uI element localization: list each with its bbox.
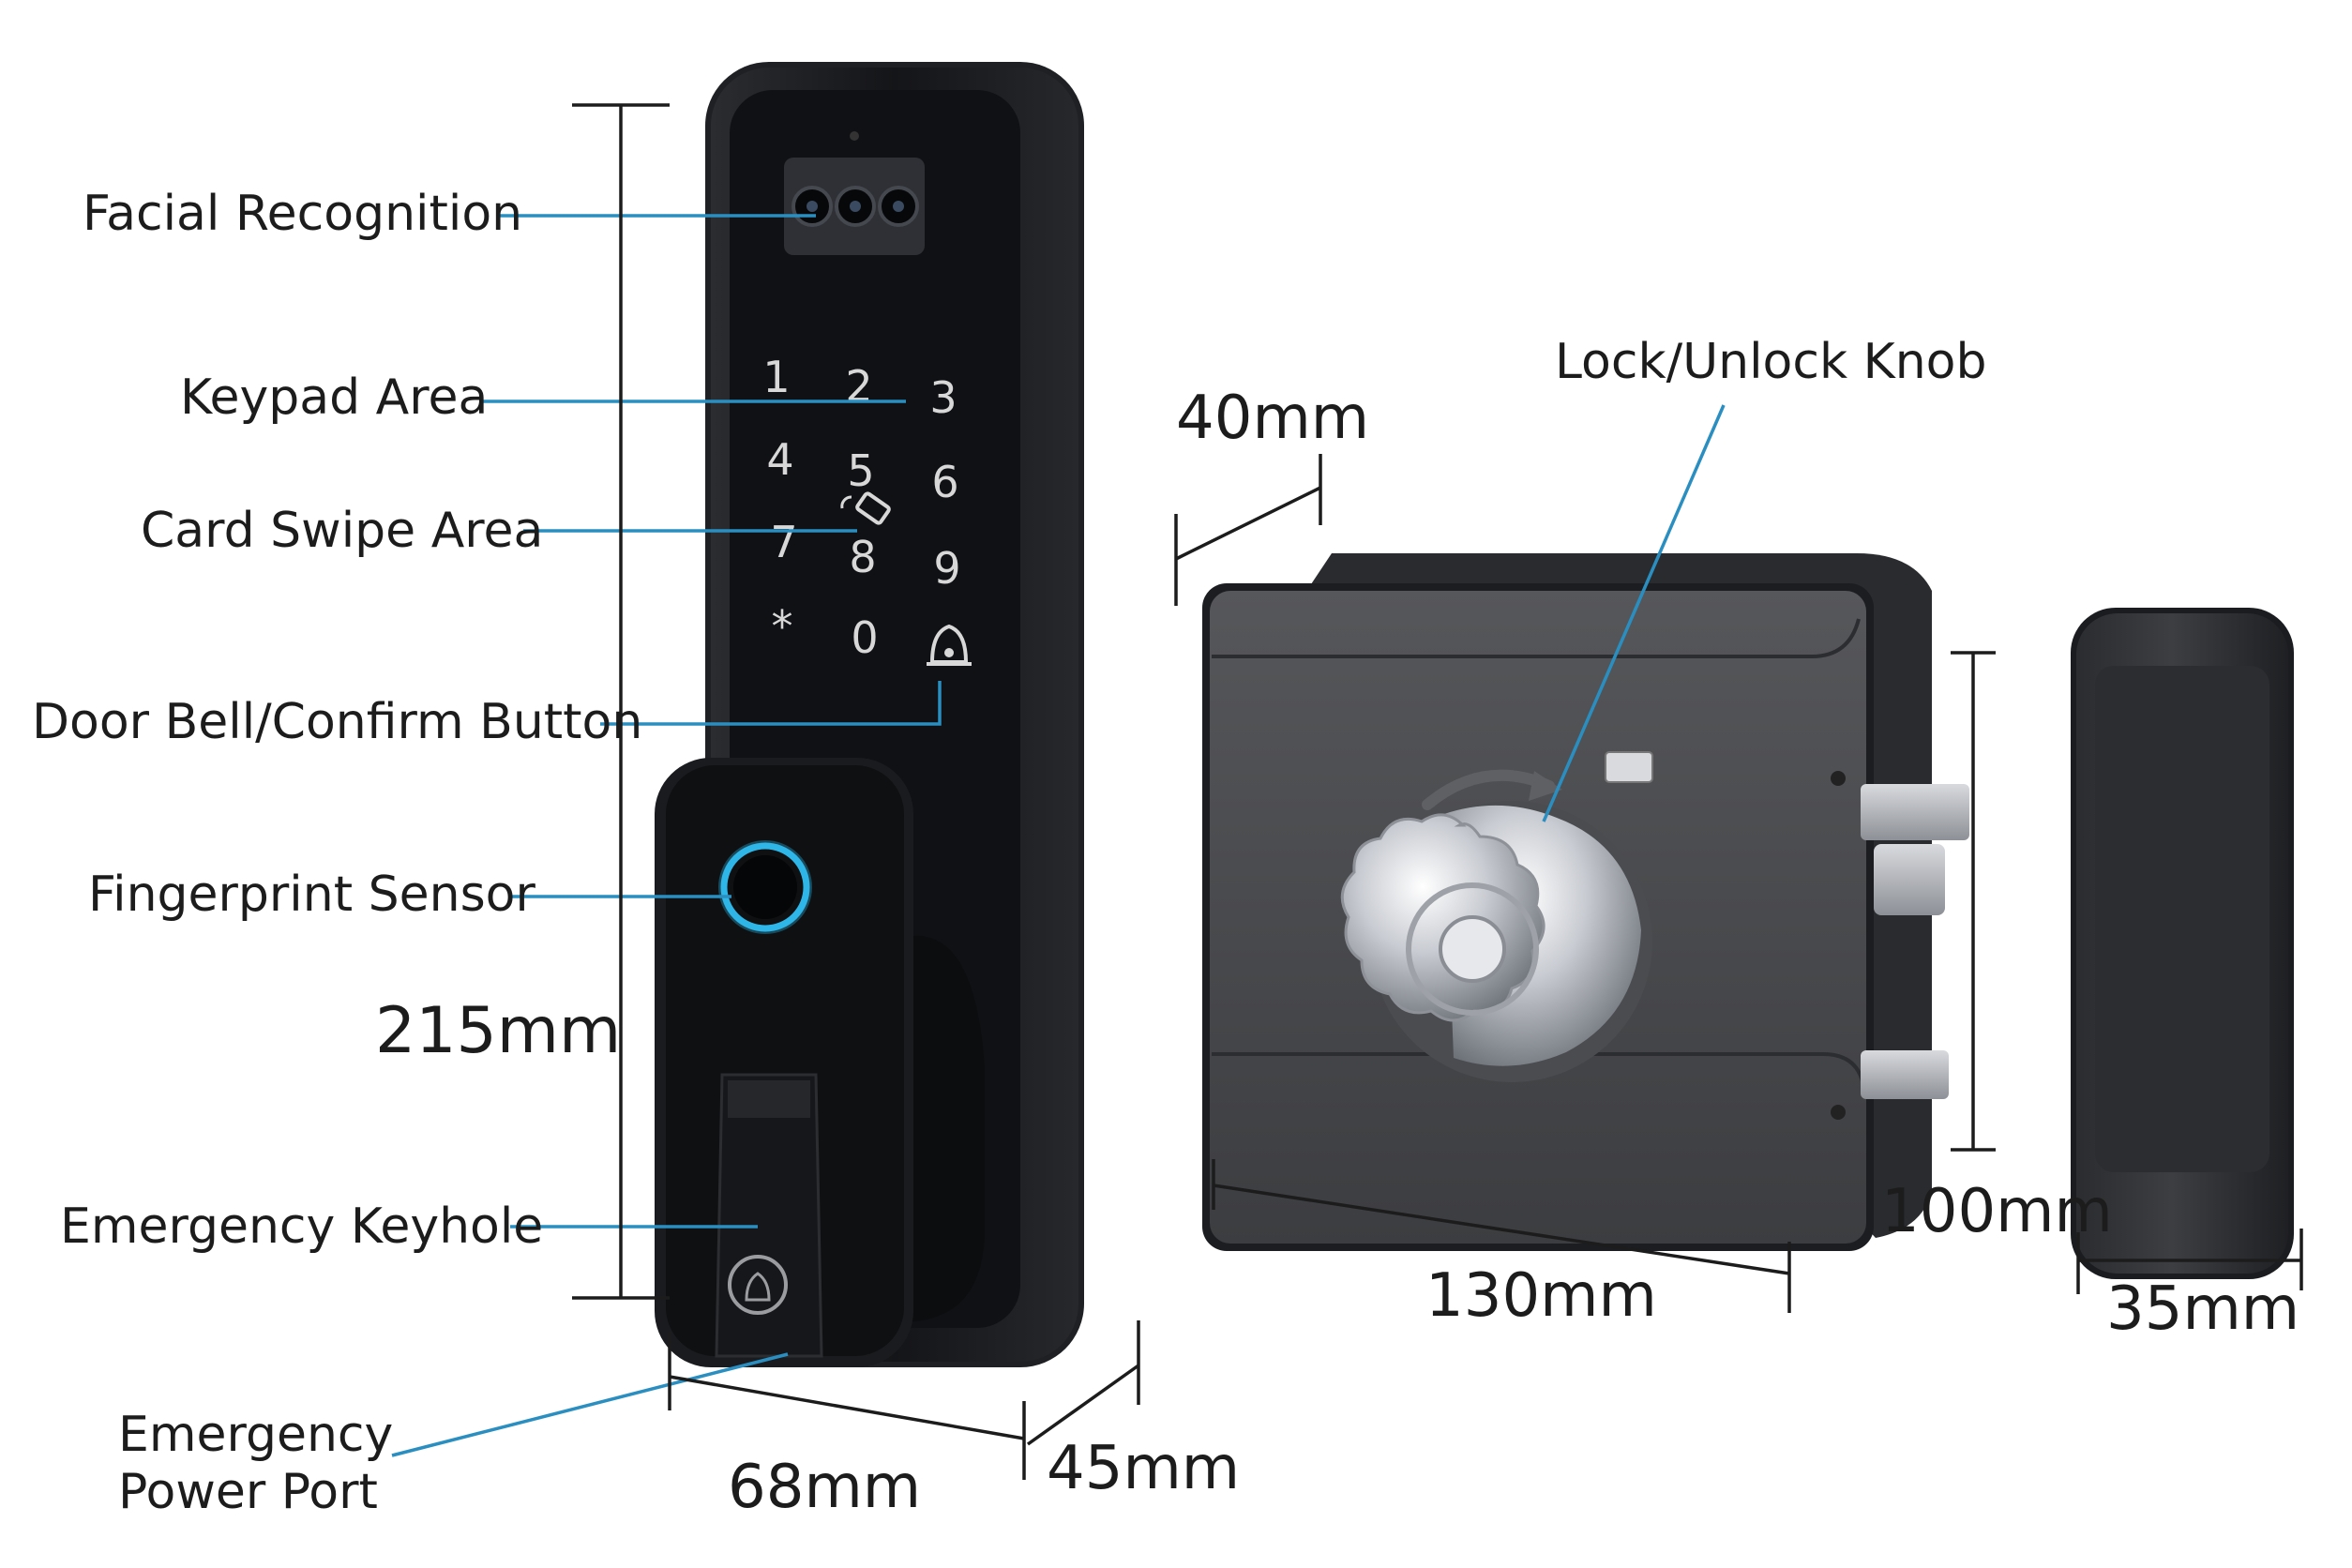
callout-lines	[391, 214, 1726, 1457]
key-2[interactable]: 2	[845, 361, 872, 412]
label-card-swipe-area: Card Swipe Area	[141, 503, 544, 559]
label-fingerprint-sensor: Fingerprint Sensor	[88, 867, 535, 923]
label-emergency-power-port: Emergency Power Port	[118, 1407, 394, 1521]
key-0[interactable]: 0	[851, 612, 878, 663]
bell-icon[interactable]	[927, 624, 972, 666]
dim-front-height: 215mm	[375, 994, 622, 1068]
dim-box-height: 100mm	[1881, 1177, 2113, 1246]
key-9[interactable]: 9	[933, 543, 960, 594]
key-5[interactable]: 5	[847, 445, 874, 496]
key-1[interactable]: 1	[762, 352, 790, 402]
key-3[interactable]: 3	[929, 372, 957, 423]
keyhole-icon[interactable]	[728, 1255, 788, 1315]
key-7[interactable]: 7	[770, 517, 797, 567]
dimension-lines	[572, 103, 2303, 1480]
label-lock-unlock-knob: Lock/Unlock Knob	[1555, 334, 1987, 390]
key-4[interactable]: 4	[766, 434, 793, 485]
label-emergency-keyhole: Emergency Keyhole	[60, 1199, 544, 1255]
strike-plate	[2071, 608, 2294, 1279]
fingerprint-icon[interactable]	[718, 840, 812, 934]
dim-box-depth: 40mm	[1176, 384, 1370, 453]
rotate-arrow-icon	[1422, 769, 1562, 810]
dim-strike-width: 35mm	[2106, 1274, 2300, 1344]
dim-box-width: 130mm	[1425, 1261, 1657, 1331]
key-8[interactable]: 8	[849, 532, 876, 582]
camera-icon	[792, 186, 919, 227]
label-keypad-area: Keypad Area	[180, 369, 489, 426]
lock-unlock-knob[interactable]	[1340, 801, 1652, 1082]
card-icon	[840, 491, 891, 525]
label-facial-recognition: Facial Recognition	[83, 186, 523, 242]
key-6[interactable]: 6	[931, 457, 958, 507]
dim-front-width: 68mm	[728, 1453, 922, 1522]
key-star[interactable]: *	[772, 601, 793, 652]
keypad: 1 2 3 4 5 6 7 8 9 * 0	[762, 352, 960, 663]
camera-module	[784, 131, 925, 255]
dim-front-depth: 45mm	[1047, 1434, 1241, 1503]
keyhole-cover[interactable]	[715, 1073, 823, 1358]
lock-bolts	[1861, 784, 1969, 1099]
label-door-bell-confirm: Door Bell/Confirm Button	[32, 694, 643, 750]
